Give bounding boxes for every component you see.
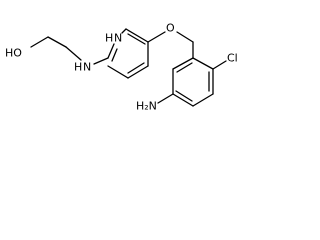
bond-ar-nh2 [157, 93, 174, 104]
bonds [30, 28, 227, 107]
bond-ar-cl [212, 60, 227, 70]
bond-pyr-c4-c3-inner [127, 62, 145, 74]
bond-ar-c4-c5 [172, 93, 194, 107]
bond-pyr-c2-n1 [107, 43, 115, 59]
bond-ar-c1-c2 [192, 57, 214, 70]
atom-amine-hydrogen: H [74, 61, 82, 74]
bond-c2-nh [65, 46, 82, 61]
bond-ar-c6-c1 [172, 57, 194, 70]
atom-hydroxyl: HO [5, 47, 22, 60]
bond-pyr-n1-c6 [121, 28, 127, 34]
bond-pyr-c3-c2 [107, 65, 129, 79]
bond-pyr-c6-c5-inner [127, 33, 146, 45]
bond-ar-c4-c5-inner [175, 90, 193, 102]
atom-chlorine: Cl [227, 52, 238, 65]
bond-c5-o [147, 31, 166, 43]
atom-pyridine-nitrogen: N [114, 32, 122, 45]
bond-ar-c6-c1-inner [176, 62, 193, 73]
bond-pyr-c2-n1-inner [111, 48, 118, 62]
bond-nh-ring [93, 57, 109, 65]
bond-ho-c1 [30, 36, 49, 48]
atom-labels: HO N H N H O Cl H₂N [5, 22, 238, 113]
bond-c1-c2 [47, 36, 67, 48]
bond-pyr-c6-c5 [125, 28, 149, 43]
chemical-structure: HO N H N H O Cl H₂N [5, 22, 238, 113]
atom-amine-nitrogen: N [83, 61, 91, 74]
atom-aniline-amino: H₂N [136, 100, 157, 113]
atom-pyridine-hydrogen: H [105, 32, 113, 45]
atom-ether-oxygen: O [166, 22, 175, 35]
bond-pyr-c4-c3 [127, 65, 149, 79]
bond-ar-c3-c4 [192, 93, 214, 107]
bond-o-ch2 [176, 31, 194, 43]
